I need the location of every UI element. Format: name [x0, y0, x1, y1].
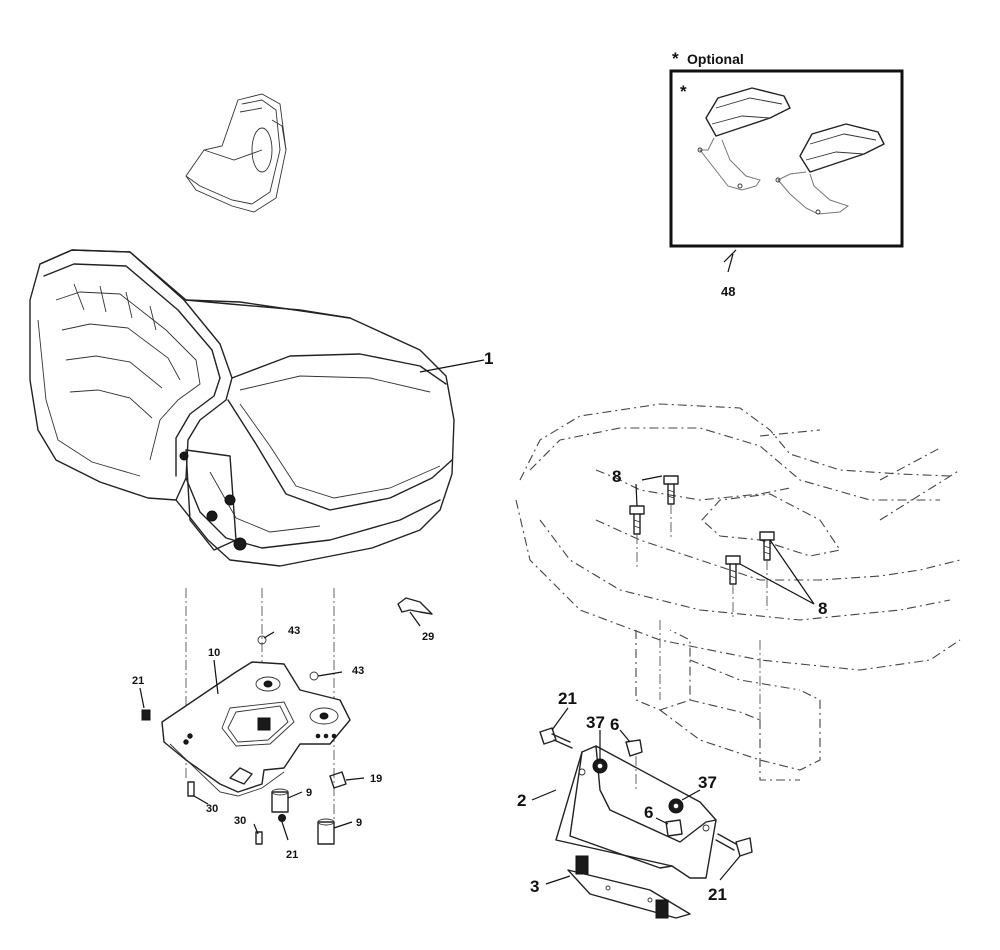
label-30-lower: 30: [234, 815, 246, 827]
bolt-21-bracket-left: [539, 727, 557, 745]
bolt-8-a: [663, 475, 679, 540]
rivet-30-upper: [187, 781, 195, 797]
label-43-right: 43: [352, 665, 364, 677]
ball-43-left: [257, 635, 267, 645]
seat-main: [29, 249, 455, 567]
label-21-bracket-right: 21: [708, 885, 727, 904]
label-19: 19: [370, 773, 382, 785]
screw-21-left: [141, 709, 151, 721]
label-10: 10: [208, 647, 220, 659]
optional-inner-star: *: [680, 82, 687, 101]
seat-thumbnail: [185, 93, 287, 213]
label-43-left: 43: [288, 625, 300, 637]
rivet-30-lower: [255, 831, 263, 845]
optional-box: * Optional *: [669, 49, 904, 248]
label-21-bracket-left: 21: [558, 689, 577, 708]
clip-29: [397, 597, 433, 615]
optional-star: *: [672, 49, 679, 68]
label-37-lower: 37: [698, 773, 717, 792]
ball-43-right: [309, 671, 319, 681]
optional-title: Optional: [687, 51, 744, 67]
spacer-9-lower: [317, 821, 335, 845]
switch-19: [329, 771, 347, 789]
label-9-upper: 9: [306, 787, 312, 799]
label-2: 2: [517, 791, 526, 810]
armrest-left: [697, 87, 791, 191]
label-9-lower: 9: [356, 817, 362, 829]
label-6-lower: 6: [644, 803, 653, 822]
seat-bracket: [539, 727, 753, 919]
seat-pan: [141, 588, 433, 845]
label-21-left: 21: [132, 675, 144, 687]
label-6-upper: 6: [610, 715, 619, 734]
leader-lines: [139, 249, 815, 885]
armrest-right: [775, 123, 885, 215]
label-37-upper: 37: [586, 713, 605, 732]
nut-6-lower: [665, 819, 683, 837]
plate-3: [567, 869, 691, 919]
label-8-right: 8: [818, 599, 827, 618]
frame-bolts: [629, 475, 775, 720]
label-3: 3: [530, 877, 539, 896]
spacer-9-upper: [271, 791, 289, 813]
label-29: 29: [422, 631, 434, 643]
label-21-bottom: 21: [286, 849, 298, 861]
label-8-top: 8: [612, 467, 621, 486]
label-30-upper: 30: [206, 803, 218, 815]
label-1: 1: [484, 349, 493, 368]
frame-outline: [515, 403, 961, 781]
bolt-8-d: [725, 555, 741, 620]
nut-6-upper: [625, 739, 643, 757]
screw-21-bottom: [278, 814, 286, 822]
part-labels: 48 1 2 3 6 6 8 8 9 9 10 19 21 21 21 21 2…: [132, 284, 827, 904]
bolt-21-bracket-right: [735, 837, 753, 857]
label-48: 48: [721, 284, 735, 299]
bolt-8-b: [629, 505, 645, 570]
bolt-8-c: [759, 531, 775, 610]
